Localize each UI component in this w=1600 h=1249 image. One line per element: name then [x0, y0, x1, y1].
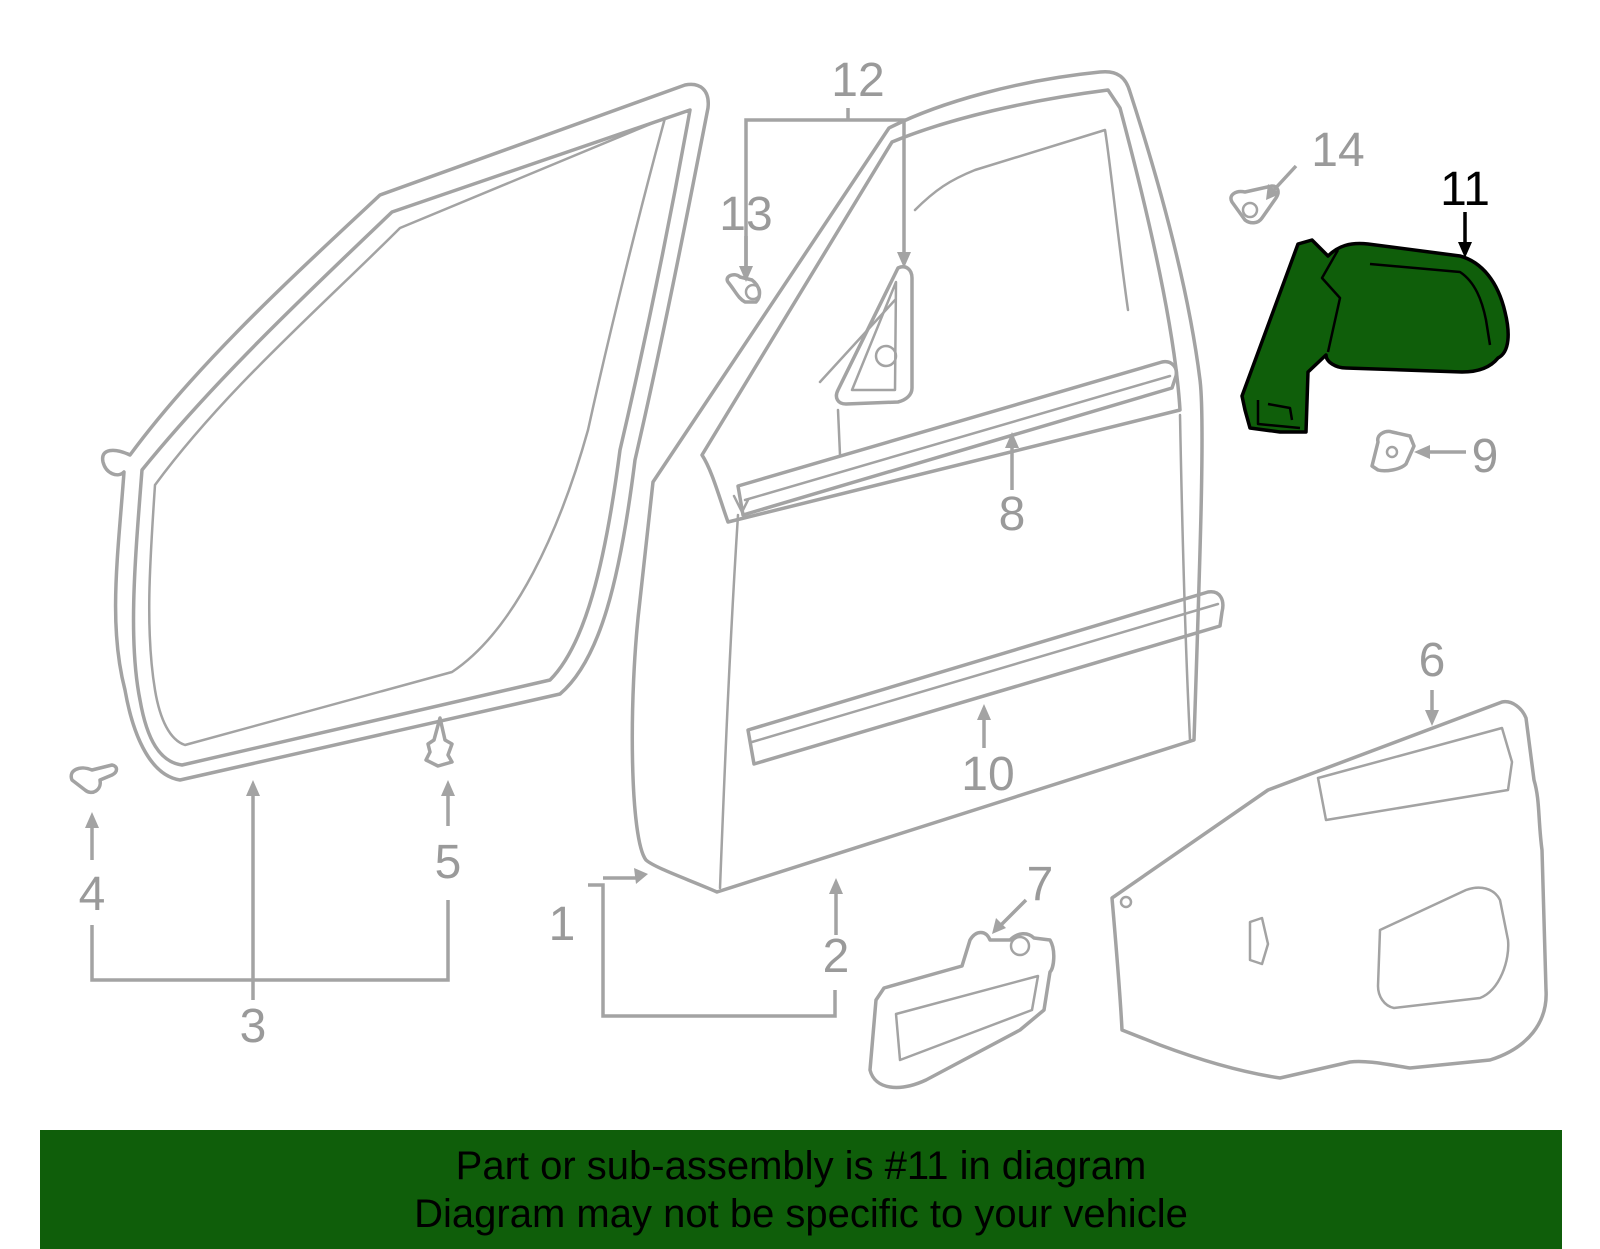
- part-outside-mirror-11: [1240, 238, 1510, 434]
- callout-14: 14: [1311, 124, 1364, 177]
- part-door-weatherstrip: [100, 82, 710, 782]
- callout-11: 11: [1440, 163, 1490, 216]
- part-bracket-9: [1370, 429, 1416, 473]
- info-banner: Part or sub-assembly is #11 in diagram D…: [40, 1130, 1562, 1249]
- callout-1: 1: [549, 898, 576, 951]
- part-water-shield-7: [868, 930, 1056, 1090]
- part-pin-5: [424, 716, 454, 768]
- banner-line-1: Part or sub-assembly is #11 in diagram: [455, 1144, 1147, 1188]
- callout-7: 7: [1027, 858, 1054, 911]
- callout-4: 4: [79, 868, 106, 921]
- callout-3: 3: [240, 1000, 267, 1053]
- callout-6: 6: [1419, 634, 1446, 687]
- callout-8: 8: [999, 488, 1026, 541]
- part-door-shell: [630, 69, 1204, 894]
- callout-5: 5: [435, 836, 462, 889]
- part-door-trim-panel-6: [1110, 699, 1548, 1080]
- part-window-filler-12: [834, 265, 914, 406]
- callout-2: 2: [823, 930, 850, 983]
- part-bracket-14: [1229, 184, 1280, 225]
- part-clip-4: [69, 763, 119, 795]
- callout-9: 9: [1472, 430, 1499, 483]
- parts-diagram: 1 2 3 4 5 6 7 8 9 10 11 12 13 14: [69, 54, 1548, 1090]
- part-clip-13: [725, 273, 762, 304]
- banner-line-2: Diagram may not be specific to your vehi…: [414, 1192, 1188, 1236]
- callout-labels: 1 2 3 4 5 6 7 8 9 10 11 12 13 14: [79, 54, 1499, 1053]
- callout-13: 13: [719, 188, 772, 241]
- callout-10: 10: [961, 748, 1014, 801]
- callout-12: 12: [831, 54, 884, 107]
- part-side-moulding-10: [746, 590, 1225, 766]
- part-belt-moulding-8: [732, 359, 1179, 517]
- leader-lines: [85, 108, 1472, 1018]
